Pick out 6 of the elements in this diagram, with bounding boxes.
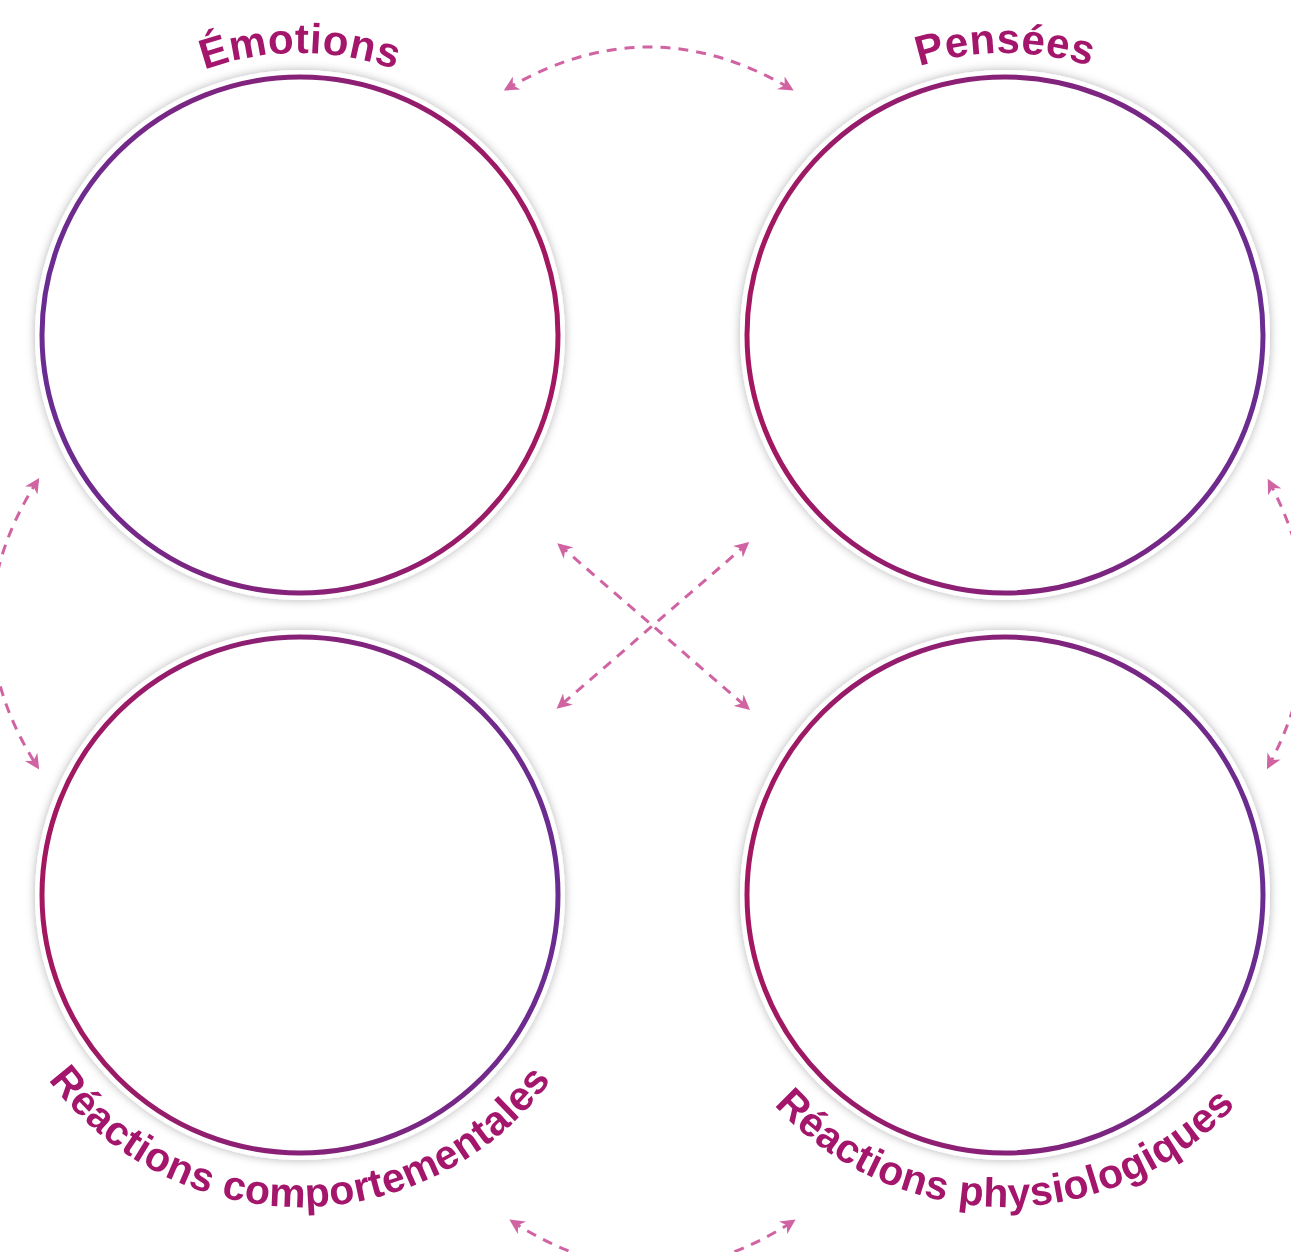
dashed-arrow <box>0 477 40 770</box>
dashed-arrow <box>1266 478 1291 770</box>
dashed-arrow <box>509 1219 796 1252</box>
dashed-arrow <box>503 45 794 91</box>
circle-label: Pensées <box>909 14 1101 75</box>
circle-label: Émotions <box>193 14 408 79</box>
